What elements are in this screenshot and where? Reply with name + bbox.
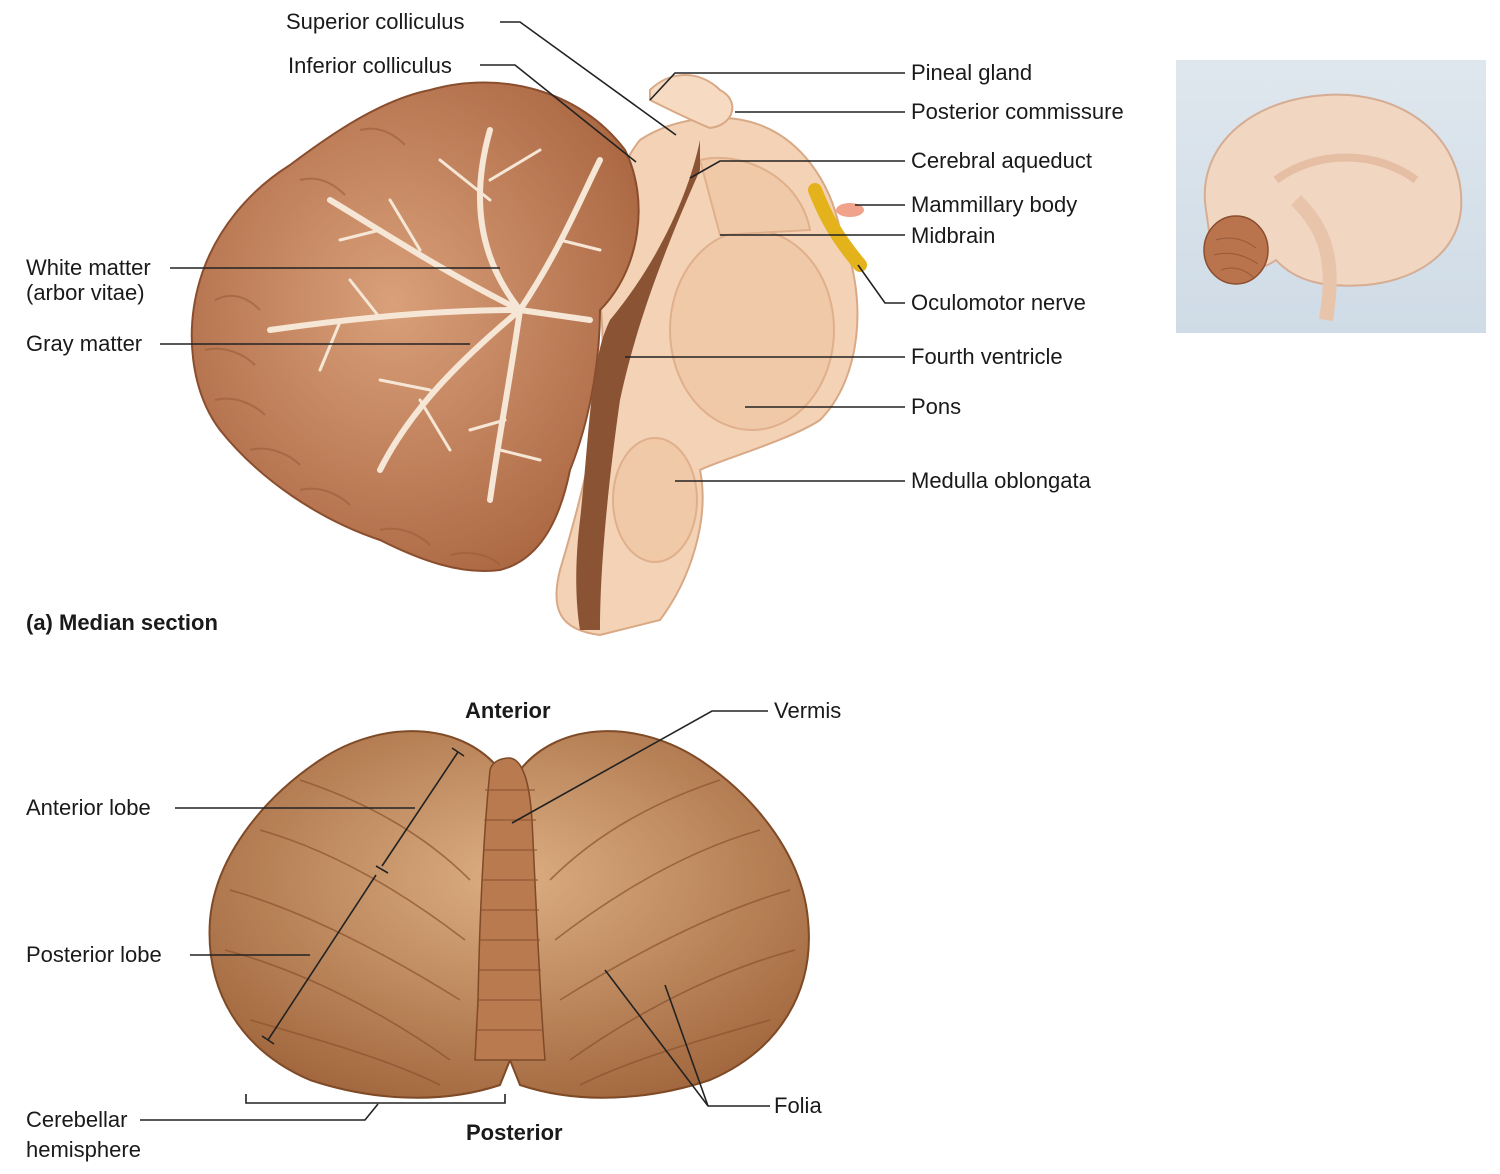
cerebellum-posterior-view — [208, 730, 810, 1099]
label-white-matter: White matter — [26, 255, 151, 280]
median-leader-lines — [160, 21, 905, 482]
label-hemisphere: hemisphere — [26, 1137, 141, 1162]
label-mammillary-body: Mammillary body — [911, 192, 1078, 217]
label-anterior-lobe: Anterior lobe — [26, 795, 151, 820]
label-midbrain: Midbrain — [911, 223, 996, 248]
fourth-ventricle-cavity — [576, 140, 700, 630]
caption-median-section: (a) Median section — [26, 610, 218, 635]
label-arbor-vitae: (arbor vitae) — [26, 280, 145, 305]
label-medulla-oblongata: Medulla oblongata — [911, 468, 1091, 493]
posterior-leader-lines — [140, 710, 770, 1121]
label-vermis: Vermis — [774, 698, 842, 723]
label-pineal-gland: Pineal gland — [911, 60, 1033, 85]
label-posterior-commissure: Posterior commissure — [911, 99, 1124, 124]
oculomotor-nerve — [808, 183, 867, 272]
label-cerebellar: Cerebellar — [26, 1107, 128, 1132]
label-cerebral-aqueduct: Cerebral aqueduct — [911, 148, 1093, 173]
inset-brain-drawing — [1203, 93, 1463, 322]
label-posterior: Posterior — [466, 1120, 563, 1145]
label-fourth-ventricle: Fourth ventricle — [911, 344, 1063, 369]
label-superior-colliculus: Superior colliculus — [286, 9, 465, 34]
label-oculomotor-nerve: Oculomotor nerve — [911, 290, 1086, 315]
mammillary-body — [836, 203, 864, 217]
label-folia: Folia — [774, 1093, 822, 1118]
label-pons: Pons — [911, 394, 962, 419]
label-inferior-colliculus: Inferior colliculus — [288, 53, 452, 78]
cerebellum-median — [190, 81, 640, 572]
label-anterior: Anterior — [465, 698, 551, 723]
label-posterior-lobe: Posterior lobe — [26, 942, 162, 967]
label-gray-matter: Gray matter — [26, 331, 143, 356]
inset-brain-thumbnail — [1176, 60, 1486, 333]
